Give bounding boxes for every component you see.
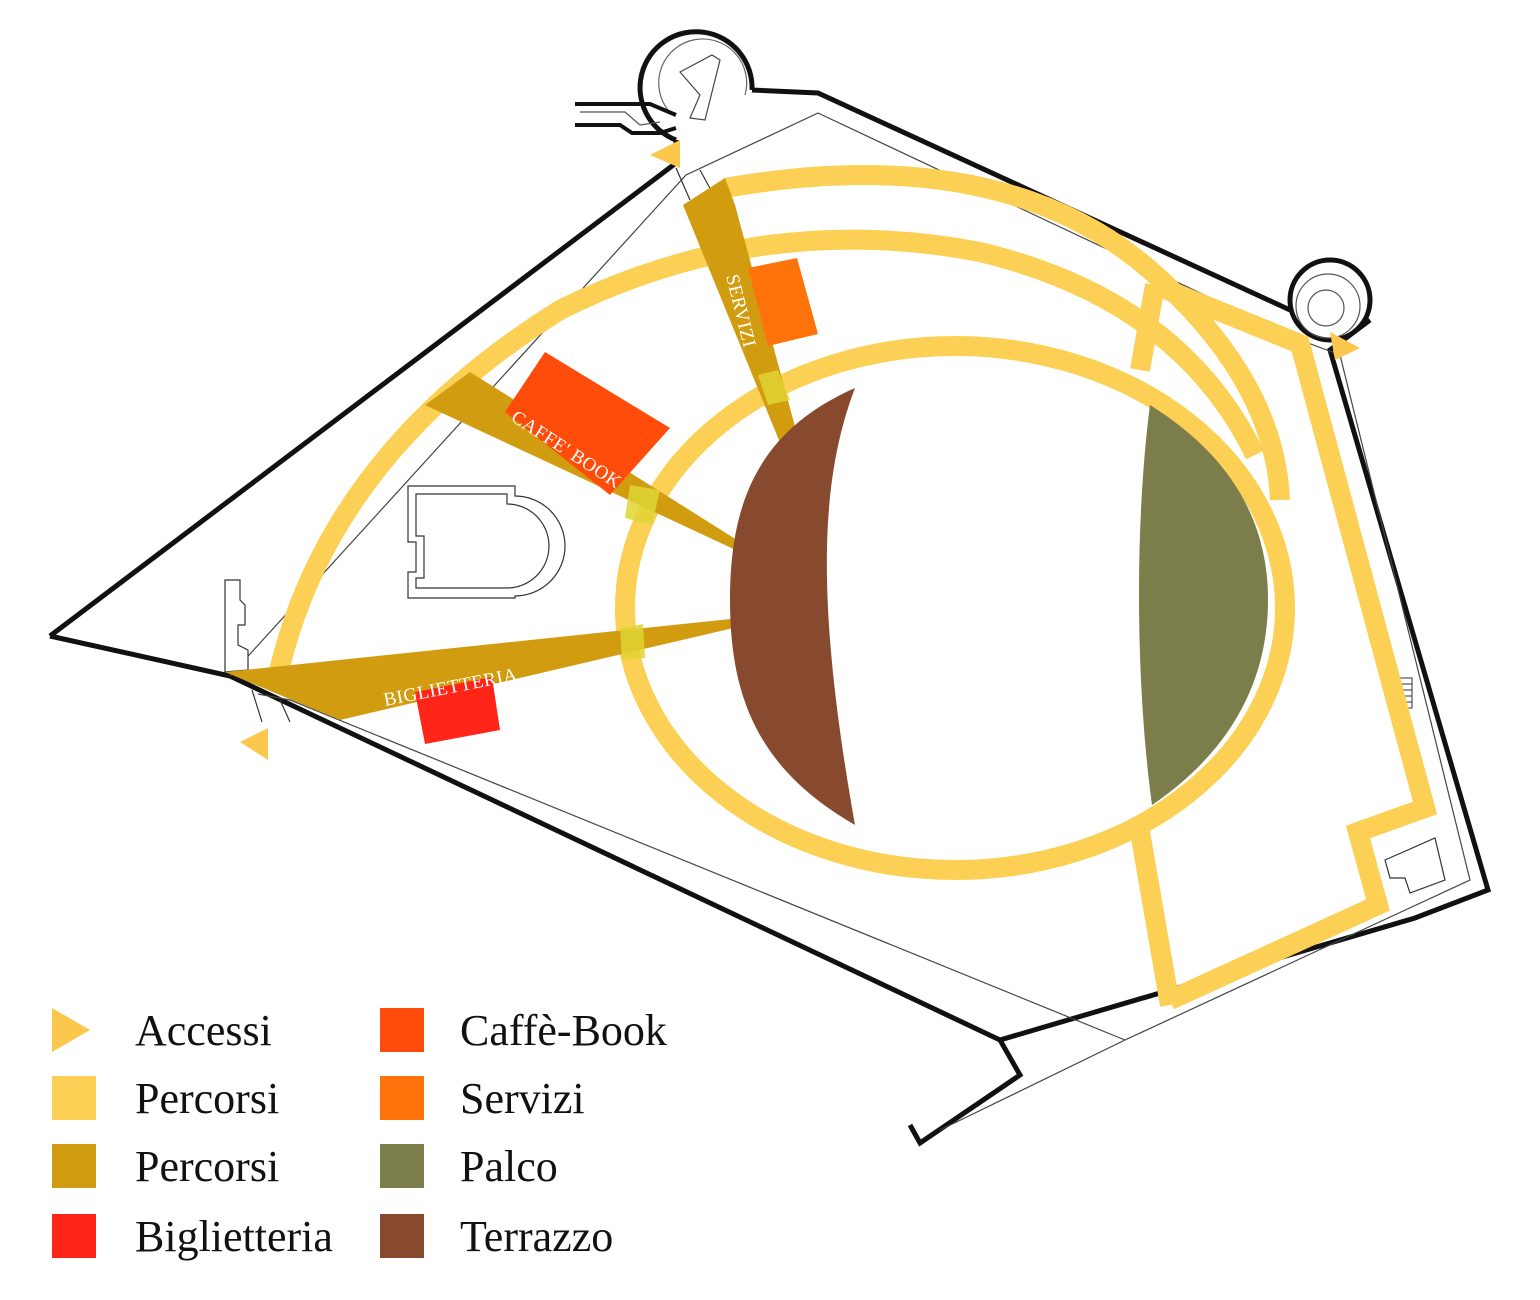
legend-swatch <box>380 1008 424 1052</box>
legend-item: Biglietteria <box>52 1212 333 1261</box>
legend-swatch <box>52 1214 96 1258</box>
legend-swatch <box>380 1144 424 1188</box>
southeast-building <box>1384 837 1446 894</box>
path-crossings <box>620 370 790 660</box>
east-tower <box>1287 257 1373 343</box>
fortress-walls <box>48 29 1492 1147</box>
legend-item: Percorsi <box>52 1142 279 1191</box>
legend-item: Palco <box>380 1142 558 1191</box>
legend-label: Servizi <box>460 1074 585 1123</box>
percorsi-dark <box>225 178 800 720</box>
wedge-biglietteria <box>225 618 742 720</box>
north-entry-inner <box>580 111 661 126</box>
gate-west <box>251 689 291 723</box>
east-tower-inner <box>1295 273 1361 339</box>
cross-path-north <box>1130 283 1165 372</box>
legend-label: Biglietteria <box>135 1212 333 1261</box>
palco-area <box>1138 405 1268 805</box>
inner-ellipse-path <box>615 336 1295 880</box>
legend-item: Percorsi <box>52 1074 279 1123</box>
inner-wall-line <box>229 112 1471 1131</box>
legend-item: Caffè-Book <box>380 1006 667 1055</box>
legend-label: Percorsi <box>135 1074 279 1123</box>
legend-item: Servizi <box>380 1074 585 1123</box>
chapel-building-inner <box>415 493 550 589</box>
legend-label: Palco <box>460 1142 558 1191</box>
legend-swatch <box>380 1076 424 1120</box>
legend-accessi-icon <box>52 1008 90 1052</box>
crossing-biglietteria <box>620 624 645 660</box>
servizi-area <box>748 258 818 346</box>
north-tower <box>637 29 755 143</box>
legend-label: Accessi <box>135 1006 272 1055</box>
legend-label: Caffè-Book <box>460 1006 667 1055</box>
accesso-west-icon <box>240 728 268 760</box>
percorsi-light <box>265 165 1438 1010</box>
accesso-east-icon <box>1330 332 1360 360</box>
accesso-north-icon <box>650 140 680 168</box>
north-entry-passage <box>575 102 677 135</box>
legend-label: Percorsi <box>135 1142 279 1191</box>
east-path <box>1151 275 1438 1010</box>
inner-wall-south <box>257 693 1126 1041</box>
cross-path-south <box>1130 830 1180 1007</box>
west-building <box>224 579 249 673</box>
outer-arc-path <box>723 165 1290 501</box>
legend-swatch <box>52 1144 96 1188</box>
legend-label: Terrazzo <box>460 1212 613 1261</box>
legend-item: Accessi <box>52 1006 272 1055</box>
crossing-servizi <box>758 370 790 405</box>
entry-arrows <box>240 140 1360 760</box>
functional-areas <box>415 258 1268 825</box>
legend-swatch <box>380 1214 424 1258</box>
caffe-book-area <box>505 352 670 495</box>
legend-swatch <box>52 1076 96 1120</box>
biglietteria-area <box>415 677 500 744</box>
legend: AccessiPercorsiPercorsiBiglietteriaCaffè… <box>52 1006 667 1261</box>
outer-wall-south <box>49 633 1002 1043</box>
terrazzo-area <box>730 388 855 825</box>
legend-item: Terrazzo <box>380 1212 613 1261</box>
north-tower-inner <box>658 38 748 111</box>
east-tower-core <box>1307 289 1345 327</box>
north-stair <box>679 54 721 121</box>
crossing-caffe <box>625 485 660 525</box>
chapel-building <box>407 485 566 599</box>
